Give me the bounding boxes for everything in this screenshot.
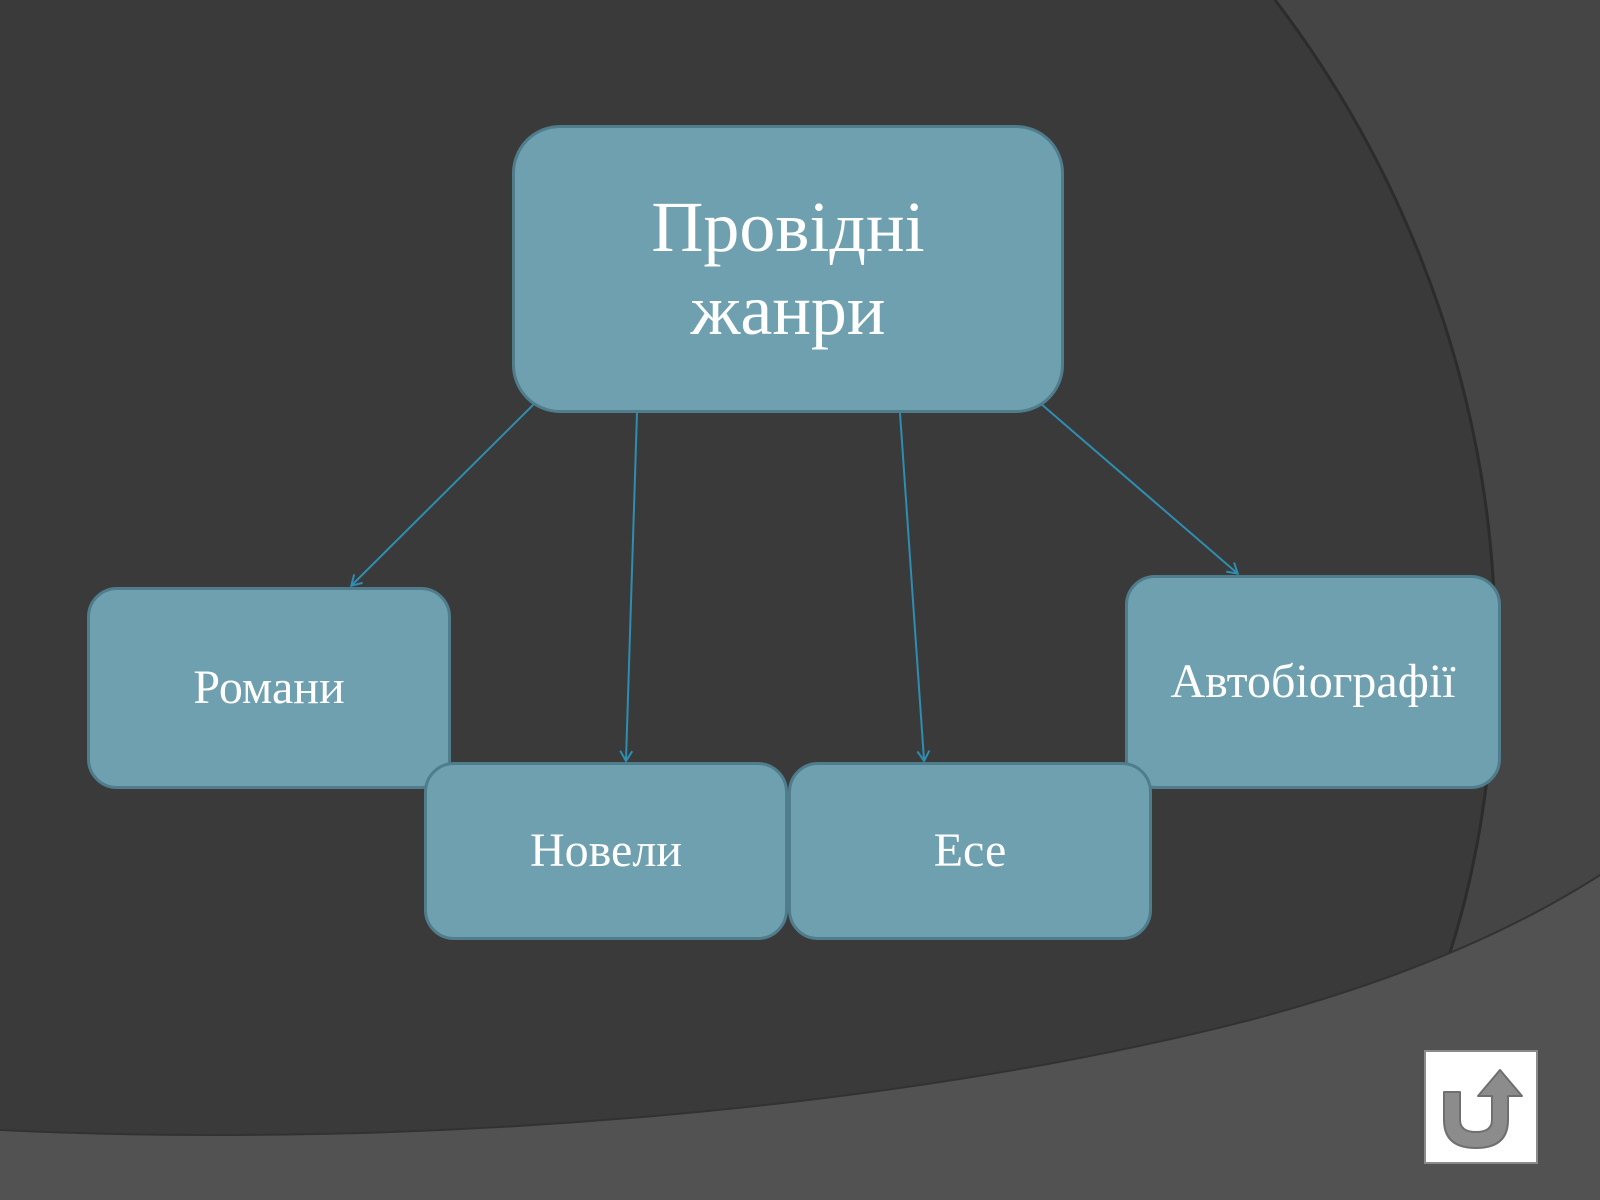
node-ese-label: Есе (933, 824, 1007, 878)
node-ese: Есе (788, 762, 1152, 940)
node-novely-label: Новели (530, 824, 682, 878)
node-avtobiohrafii-label: Автобіографії (1170, 655, 1456, 709)
u-turn-arrow-icon (1443, 1069, 1523, 1149)
root-node-label-line2: жанри (690, 270, 886, 350)
return-button[interactable] (1424, 1050, 1538, 1164)
root-node: Провідні жанри (512, 125, 1064, 413)
node-avtobiohrafii: Автобіографії (1125, 575, 1501, 789)
root-node-label-line1: Провідні (651, 187, 925, 268)
node-romany: Романи (87, 587, 451, 789)
node-romany-label: Романи (193, 661, 345, 715)
node-novely: Новели (424, 762, 788, 940)
